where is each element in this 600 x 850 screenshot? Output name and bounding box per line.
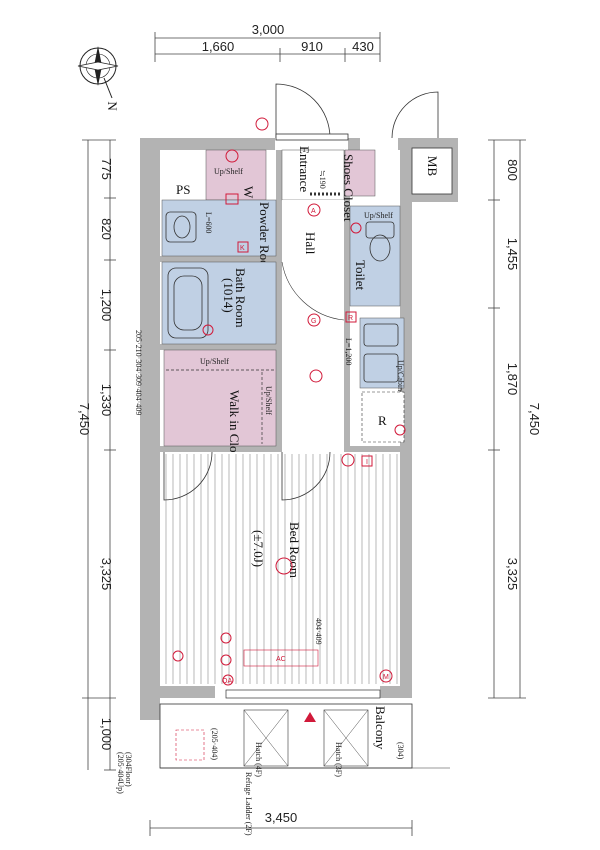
hatch-4f-label: Hatch (4F)	[254, 742, 263, 777]
hatch-3f-label: Hatch (3F)	[334, 742, 343, 777]
bottom-total-dimension: 3,450	[265, 810, 298, 825]
right-segment-2: 1,455	[505, 238, 520, 271]
ac-unit	[243, 649, 319, 667]
left-segment-6: 1,000	[99, 718, 114, 751]
top-segment-2: 910	[301, 39, 323, 54]
top-segment-3: 430	[352, 39, 374, 54]
bedroom-doors	[163, 451, 331, 501]
left-segment-3: 1,200	[99, 289, 114, 322]
walk-in-closet	[163, 349, 277, 447]
w-label: W	[241, 186, 256, 199]
north-letter: N	[105, 101, 120, 111]
hall-door-arc	[281, 261, 345, 321]
mb-label: MB	[425, 156, 440, 177]
entrance-door[interactable]	[275, 83, 349, 141]
kitchen-counter	[359, 317, 405, 389]
symbol-i: I	[366, 459, 368, 466]
symbol-oa: OA	[222, 678, 232, 685]
powder-room-label: Powder Room	[257, 202, 272, 277]
bed-room-floor	[160, 452, 400, 686]
note-205-up: (205·404Up)	[116, 752, 125, 794]
bathtub-icon	[167, 267, 209, 339]
top-dimension-lines	[154, 32, 381, 62]
left-total-dimension: 7,450	[77, 403, 92, 436]
north-compass-icon	[77, 46, 119, 99]
toilet-room	[349, 205, 401, 307]
hall-label: Hall	[303, 232, 318, 255]
entrance-label: Entrance	[297, 146, 312, 192]
left-segment-4: 1,330	[99, 384, 114, 417]
right-segment-1: 800	[505, 159, 520, 181]
top-segment-1: 1,660	[202, 39, 235, 54]
hatch-4f	[243, 709, 289, 767]
right-segment-4: 3,325	[505, 558, 520, 591]
refrigerator-label: R	[378, 413, 387, 428]
left-dimension-lines	[82, 139, 116, 771]
toilet-icon-powder	[165, 211, 197, 243]
symbol-g: G	[311, 318, 316, 325]
balcony-window[interactable]	[225, 689, 381, 699]
note-304-floor: (304Floor)	[124, 752, 133, 787]
entrance-area	[281, 149, 345, 201]
up-shelf-label-3: Up/Shelf	[264, 386, 273, 415]
toilet-icon	[365, 221, 395, 262]
shoes-closet-label: Shoes Closet	[341, 154, 356, 222]
note-404-409: 404·409	[314, 618, 323, 645]
outdoor-unit	[175, 729, 205, 761]
hatch-x-lines	[243, 709, 369, 767]
up-shelf-label-2: Up/Shelf	[200, 357, 229, 366]
balcony-label: Balcony	[373, 706, 388, 750]
left-segment-1: 775	[99, 158, 114, 180]
symbol-a: A	[311, 208, 316, 215]
symbol-k: K	[240, 245, 245, 252]
bed-room-label: Bed Room	[287, 522, 302, 578]
washer-icon	[225, 193, 239, 205]
toilet-label: Toilet	[353, 260, 368, 291]
right-segment-3: 1,870	[505, 363, 520, 396]
right-total-dimension: 7,450	[527, 403, 542, 436]
kitchen-l1200-label: L=1,200	[344, 338, 353, 365]
powder-room	[161, 199, 277, 257]
bottom-dimension-line	[149, 820, 413, 836]
left-segment-5: 3,325	[99, 558, 114, 591]
left-segment-2: 820	[99, 218, 114, 240]
top-total-dimension: 3,000	[252, 22, 285, 37]
shoes-closet	[344, 149, 376, 197]
sink-icon	[363, 323, 399, 383]
balcony	[159, 703, 413, 769]
refuge-ladder-label: Refuge Ladder (2F)	[244, 772, 253, 836]
ac-label: AC	[276, 656, 286, 663]
ps-label: PS	[176, 182, 190, 197]
right-dimension-lines	[488, 139, 526, 699]
equipment-symbols: A G R K I OA M	[172, 117, 406, 686]
symbol-r: R	[348, 315, 353, 322]
bath-room	[161, 261, 277, 345]
hatch-3f	[323, 709, 369, 767]
symbol-m: M	[383, 674, 389, 681]
drain-marker-icon	[304, 712, 316, 722]
note-205-404: (205·404)	[210, 728, 219, 760]
bath-room-label: Bath Room	[233, 268, 248, 328]
bath-size-label: (1014)	[221, 278, 236, 313]
powder-l600-label: L=600	[204, 212, 213, 233]
up-shelf-label-1: Up/Shelf	[214, 167, 243, 176]
units-note: 205·210·304·309·404·409	[134, 330, 143, 415]
up-shelf-label-4: Up/Shelf	[364, 211, 393, 220]
up-cabinet-label: Up/Cabinet	[396, 360, 405, 398]
hall	[282, 200, 344, 446]
note-304: (304)	[396, 742, 405, 760]
mb-box	[411, 147, 453, 195]
mb-door[interactable]	[391, 91, 439, 139]
entrance-height-note: ≒190	[318, 170, 327, 189]
walk-in-closet-label: Walk in Closet	[227, 390, 242, 467]
bed-size-label: (±7.0J)	[251, 530, 266, 567]
